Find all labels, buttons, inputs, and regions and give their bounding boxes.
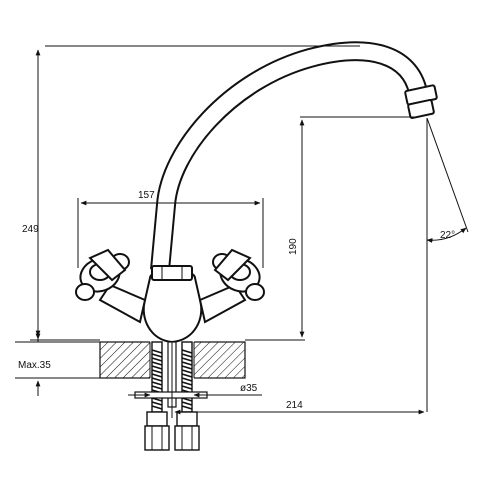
thread-line (151, 369, 163, 374)
dimension-reach: 214 (171, 342, 425, 418)
handle-width-label: 157 (138, 190, 155, 201)
thread-line (181, 361, 193, 366)
thread-line (181, 401, 193, 406)
thread-line (181, 377, 193, 382)
hose-nut-right (176, 411, 198, 427)
thread-line (181, 353, 193, 358)
total-height-label: 249 (22, 224, 39, 235)
dimension-handle-width: 157 (77, 190, 264, 268)
thread-line (181, 365, 193, 370)
thread-line (181, 385, 193, 390)
thread-line (151, 361, 163, 366)
reach-label: 214 (286, 400, 303, 411)
max-thickness-label: Max.35 (18, 360, 51, 371)
thread-line (151, 349, 163, 354)
faucet-body (98, 265, 247, 344)
right-handle (212, 248, 265, 301)
thread-line (151, 385, 163, 390)
dimension-spout-height: 190 (245, 116, 420, 341)
spout-height-label: 190 (288, 238, 299, 255)
mounting-stems (134, 341, 208, 451)
thread-line (151, 401, 163, 406)
thread-line (151, 377, 163, 382)
thread-line (151, 373, 163, 378)
thread-line (181, 373, 193, 378)
thread-line (151, 381, 163, 386)
thread-line (181, 349, 193, 354)
hose-nut-left (146, 411, 168, 427)
left-handle (75, 248, 130, 301)
thread-line (181, 381, 193, 386)
thread-line (151, 353, 163, 358)
thread-line (181, 357, 193, 362)
dimension-total-height: 249 (22, 45, 360, 341)
hole-diameter-label: ø35 (240, 383, 258, 394)
thread-line (151, 357, 163, 362)
spout (150, 41, 438, 271)
spray-angle-label: 22° (440, 230, 455, 241)
thread-line (181, 369, 193, 374)
dimension-hole-diameter: ø35 (128, 383, 262, 398)
dimension-spray-angle: 22° (426, 117, 469, 412)
swivel-nut (151, 265, 193, 281)
aerator (404, 84, 438, 119)
thread-line (151, 365, 163, 370)
dimension-max-thickness: Max.35 (15, 322, 100, 396)
thread-line (151, 405, 163, 410)
thread-line (181, 405, 193, 410)
